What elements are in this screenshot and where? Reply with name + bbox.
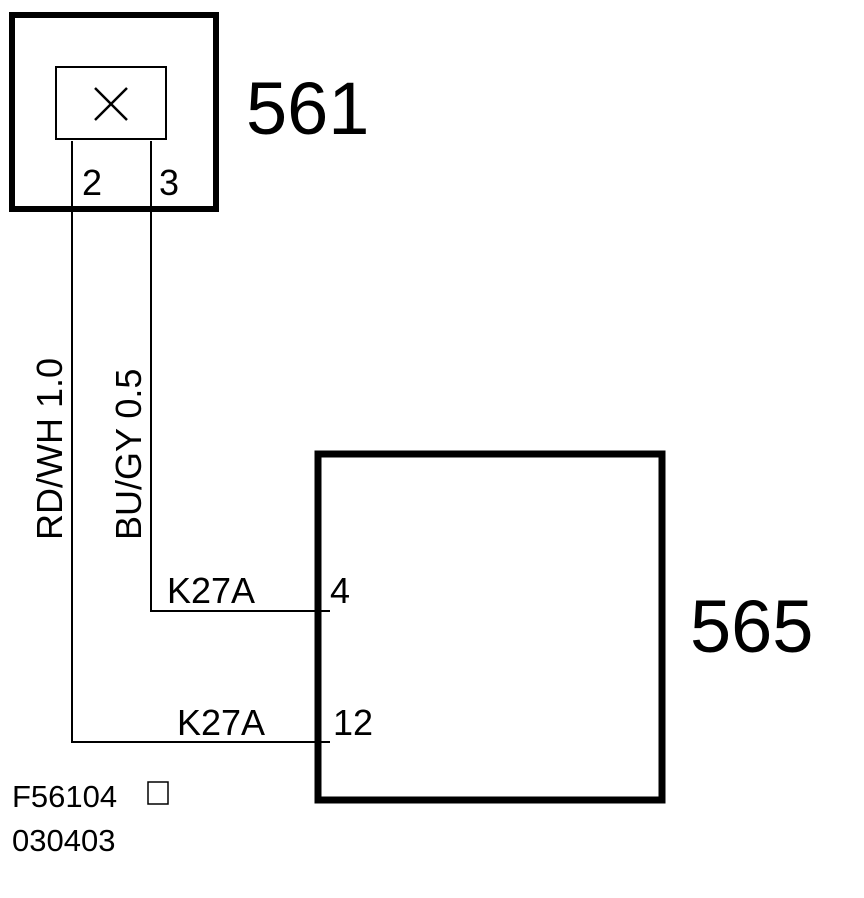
component-565-label: 565 — [690, 585, 813, 668]
wire-bu-gy-circuit: K27A — [167, 570, 255, 611]
wire-rd-wh: RD/WH 1.0 K27A — [29, 141, 330, 743]
wire-bu-gy-path — [150, 141, 330, 612]
component-561-pin-3: 3 — [159, 162, 179, 203]
component-561-label: 561 — [246, 67, 369, 150]
component-565-pin-12: 12 — [333, 702, 373, 743]
component-561-pin-2: 2 — [82, 162, 102, 203]
component-561: 561 2 3 — [9, 12, 369, 212]
wire-rd-wh-circuit: K27A — [177, 702, 265, 743]
component-565-outline — [314, 450, 666, 804]
date-code: 030403 — [12, 823, 115, 858]
wire-rd-wh-color-size: RD/WH 1.0 — [29, 358, 70, 540]
figure-code-box-glyph — [147, 781, 169, 805]
wire-bu-gy-color-size: BU/GY 0.5 — [108, 369, 149, 540]
component-561-outline — [9, 12, 219, 212]
component-561-symbol-box — [55, 66, 167, 140]
wire-rd-wh-path — [71, 141, 330, 743]
component-565-pin-4: 4 — [330, 570, 350, 611]
x-symbol-icon — [94, 87, 128, 121]
figure-code: F56104 — [12, 779, 117, 814]
wire-bu-gy: BU/GY 0.5 K27A — [108, 141, 330, 612]
component-565: 565 4 12 — [314, 450, 813, 804]
